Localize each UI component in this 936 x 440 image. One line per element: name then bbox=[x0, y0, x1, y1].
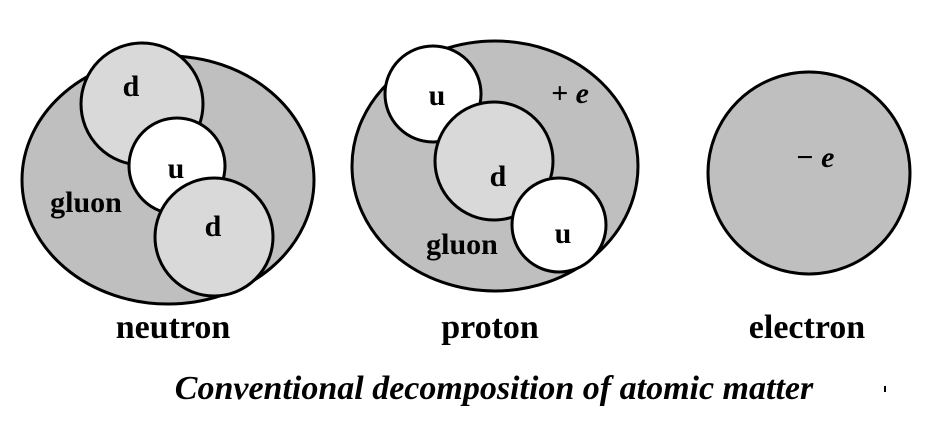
proton-quark-u-bottom-label: u bbox=[555, 217, 572, 250]
neutron-quark-d-bottom bbox=[153, 176, 275, 298]
electron-group: − e electron bbox=[706, 70, 912, 346]
neutron-quark-d-bottom-label: d bbox=[205, 210, 222, 243]
proton-quark-d-label: d bbox=[490, 160, 507, 193]
stray-dot bbox=[884, 386, 886, 392]
neutron-quark-u-label: u bbox=[168, 152, 185, 185]
proton-quark-u-bottom bbox=[510, 176, 608, 274]
proton-gluon-label: gluon bbox=[426, 228, 498, 261]
electron-charge-label: − e bbox=[796, 141, 835, 174]
electron-body bbox=[706, 70, 912, 276]
proton-name: proton bbox=[441, 309, 539, 346]
neutron-gluon-label: gluon bbox=[50, 186, 122, 219]
neutron-quark-d-top-label: d bbox=[123, 70, 140, 103]
proton-quark-d bbox=[433, 100, 555, 222]
neutron-name: neutron bbox=[116, 309, 231, 346]
neutron-group: d u d gluon neutron bbox=[20, 41, 316, 346]
proton-group: u d u gluon + e proton bbox=[350, 39, 640, 346]
diagram-caption: Conventional decomposition of atomic mat… bbox=[175, 370, 814, 407]
electron-name: electron bbox=[749, 309, 866, 346]
proton-quark-u-top-label: u bbox=[429, 79, 446, 112]
proton-charge-label: + e bbox=[551, 77, 589, 110]
